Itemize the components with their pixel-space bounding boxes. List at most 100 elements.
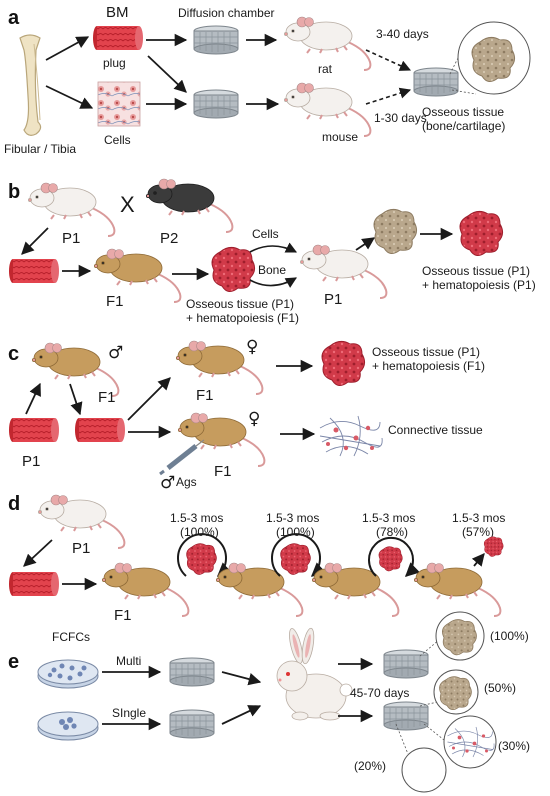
result-a-line2: (bone/cartilage) <box>422 119 505 133</box>
panel-d: d P1 F1 1.5-3 mos (100%) 1.5-3 mos (100%… <box>8 493 505 624</box>
p1-label-c: P1 <box>22 453 40 470</box>
single-label: SIngle <box>112 706 146 720</box>
petri-dish-single <box>37 711 99 741</box>
bm-label: BM <box>106 4 129 21</box>
connective-tissue-c <box>319 415 383 457</box>
mouse-days: 1-30 days <box>374 111 427 125</box>
ags-label: Ags <box>176 475 197 489</box>
zoom-line-a2 <box>451 89 477 95</box>
rabbit-days: 45-70 days <box>350 686 409 700</box>
arrow-rat-to-result <box>365 49 412 71</box>
mid-b-line1: Osseous tissue (P1) <box>186 297 294 311</box>
cells-illustration <box>97 81 141 127</box>
plug-label: plug <box>103 56 126 70</box>
bm-plug <box>93 26 143 50</box>
bone-route-label: Bone <box>258 263 286 277</box>
end-b-line2: + hematopoiesis (P1) <box>422 278 536 292</box>
plug-c-left <box>9 418 59 442</box>
diffusion-chamber-top <box>193 25 239 55</box>
passage-2-time: 1.5-3 mos <box>266 511 319 525</box>
mixed-tissue-b <box>211 246 256 293</box>
p1-mouse-b <box>27 182 116 237</box>
arrow-multi-to-rabbit <box>221 671 262 686</box>
passage-4-pct: (57%) <box>462 525 494 539</box>
panel-b: b X P1 P2 F1 Osseous tissue (P1) + hemat… <box>8 178 536 325</box>
p1-recipient-label-b: P1 <box>324 291 342 308</box>
end-b-line1: Osseous tissue (P1) <box>422 264 530 278</box>
arrow-plug-to-f1-c <box>25 382 41 415</box>
petri-dish-multi <box>37 659 99 689</box>
p1-label-d: P1 <box>72 540 90 557</box>
zoom-circle-e-30 <box>443 715 497 769</box>
result-a-line1: Osseous tissue <box>422 105 504 119</box>
arrow-p1-to-plug-d <box>23 539 53 567</box>
plug-c-right <box>75 418 125 442</box>
passage-4-tissue <box>483 536 504 557</box>
mouse-label: mouse <box>322 130 358 144</box>
f1-female-top-label: F1 <box>196 387 214 404</box>
plug-b <box>9 259 59 283</box>
zoom-line-e2 <box>419 699 447 707</box>
explanted-chamber-e-top <box>383 649 429 679</box>
arrow-cells-route <box>249 242 298 253</box>
panel-a: a Fibular / Tibia BM plug Cells Diffusio… <box>4 4 531 156</box>
osseous-tissue-e-100 <box>441 619 477 656</box>
female-symbol-bottom: ♀ <box>248 409 260 429</box>
f1-label-d: F1 <box>114 607 132 624</box>
syringe-icon <box>159 439 205 476</box>
panel-letter-d: d <box>8 493 20 515</box>
mouse-illustration-a <box>283 82 372 137</box>
passage-2-loop-arrow <box>271 533 327 577</box>
arrow-plug-to-chamber-bottom <box>147 55 187 93</box>
cells-route-label: Cells <box>252 227 279 241</box>
passage-2-tissue <box>280 543 311 575</box>
male-symbol-top: ♂ <box>108 343 123 363</box>
chamber-e-multi <box>169 657 215 687</box>
diffusion-chamber-bottom <box>193 89 239 119</box>
explanted-chamber-e-bottom <box>383 701 429 731</box>
f1-top-label-c: F1 <box>98 389 116 406</box>
arrow-bone-to-plug <box>45 36 90 61</box>
passage-1-tissue <box>186 543 217 575</box>
arrow-bone-route <box>249 277 297 288</box>
f1-female-bottom-label: F1 <box>214 463 232 480</box>
male-symbol-ags: ♂ <box>160 473 175 493</box>
panel-e: e FCFCs Multi SIngle <box>8 611 530 793</box>
rabbit-illustration <box>276 627 353 721</box>
osseous-tissue-b <box>373 208 418 255</box>
arrow-p1-to-osseous-b <box>355 237 376 251</box>
result-c-line2: + hematopoiesis (F1) <box>372 359 485 373</box>
arrow-p1-to-plug-b <box>21 227 49 255</box>
result-c-line1: Osseous tissue (P1) <box>372 345 480 359</box>
rat-days: 3-40 days <box>376 27 429 41</box>
pct-connective-label: (30%) <box>498 739 530 753</box>
p1-recipient-mouse-b <box>299 244 388 299</box>
zoom-line-e3 <box>423 723 445 741</box>
female-symbol-top: ♀ <box>246 337 258 357</box>
panel-letter-a: a <box>8 7 20 29</box>
panel-letter-b: b <box>8 181 20 203</box>
arrow-mouse-to-result <box>365 87 412 105</box>
arrow-single-to-rabbit <box>221 705 262 725</box>
passage-1-loop-arrow <box>177 533 233 577</box>
passage-3-tissue <box>378 546 403 572</box>
pct-bone-label: (100%) <box>490 629 529 643</box>
p1-label-b: P1 <box>62 230 80 247</box>
zoom-line-a1 <box>449 49 463 75</box>
plug-d <box>9 572 59 596</box>
connective-label: Connective tissue <box>388 423 483 437</box>
f1-label-b: F1 <box>106 293 124 310</box>
chamber-label: Diffusion chamber <box>178 6 275 20</box>
mid-b-line2: + hematopoiesis (F1) <box>186 311 299 325</box>
chamber-e-single <box>169 709 215 739</box>
p2-label-b: P2 <box>160 230 178 247</box>
bone-illustration <box>19 34 42 136</box>
cross-symbol: X <box>120 192 135 217</box>
hematopoietic-tissue-b <box>459 210 504 257</box>
mixed-tissue-c <box>321 340 366 387</box>
arrow-f1-to-plug-c <box>69 383 83 416</box>
passage-3-loop-arrow <box>368 536 420 577</box>
multi-label: Multi <box>116 654 141 668</box>
